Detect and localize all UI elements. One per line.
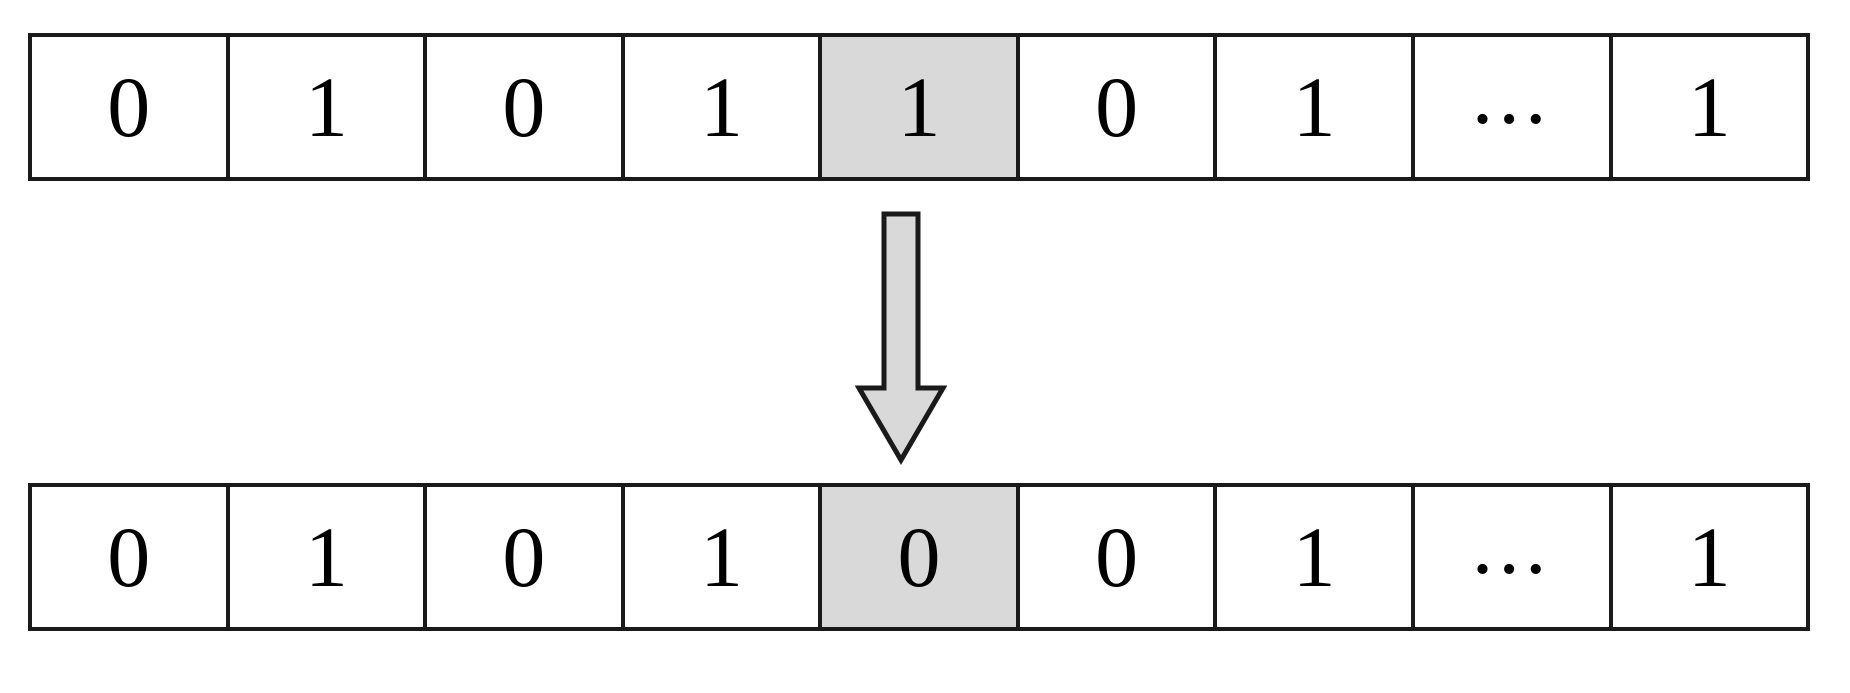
- bit-cell: 1: [822, 37, 1020, 177]
- bit-cell: 1: [624, 487, 823, 627]
- bit-cell: 0: [32, 487, 230, 627]
- bit-cell: 1: [1612, 487, 1807, 627]
- bit-cell-ellipsis: ...: [1414, 37, 1613, 177]
- bit-cell: 0: [1019, 37, 1218, 177]
- bit-cell: 0: [822, 487, 1020, 627]
- bit-cell: 1: [624, 37, 823, 177]
- bit-cell: 1: [1217, 37, 1415, 177]
- down-arrow-icon: [855, 211, 947, 465]
- bit-cell: 0: [32, 37, 230, 177]
- bit-cell-ellipsis: ...: [1414, 487, 1613, 627]
- bit-cell: 0: [427, 487, 625, 627]
- bit-cell: 0: [427, 37, 625, 177]
- bit-cell: 1: [1612, 37, 1807, 177]
- bit-cell: 1: [229, 487, 428, 627]
- bit-cell: 1: [1217, 487, 1415, 627]
- bit-cell: 1: [229, 37, 428, 177]
- bit-cell: 0: [1019, 487, 1218, 627]
